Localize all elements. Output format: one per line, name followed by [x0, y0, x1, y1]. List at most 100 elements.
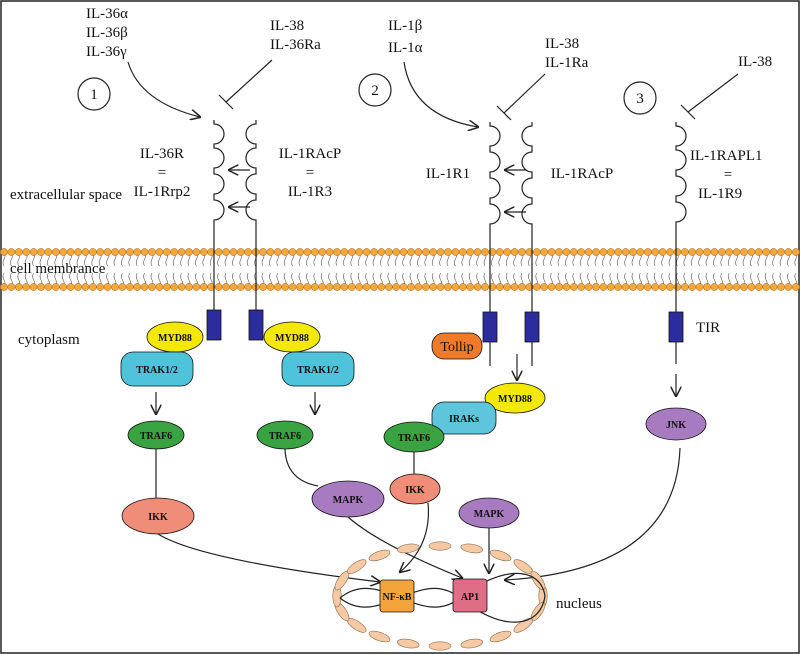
tir-domain-il36r [206, 309, 222, 341]
cytoplasm-label: cytoplasm [18, 332, 80, 348]
il1ra-inhibition-line [503, 73, 546, 114]
lipid-head [355, 248, 364, 256]
lipid-head [296, 283, 304, 291]
lipid-head [399, 283, 408, 291]
lipid-head [621, 283, 630, 291]
lipid-head [717, 283, 726, 291]
lipid-head [754, 248, 763, 256]
lipid-head [614, 283, 623, 291]
pathway-2: 2 IL-1β IL-1α IL-38 IL-1Ra IL-1R1 IL-1RA… [358, 18, 614, 573]
il1-alpha-label: IL-1α [388, 40, 423, 56]
lipid-head [777, 283, 785, 291]
lipid-head [199, 248, 208, 256]
lipid-head [717, 248, 726, 256]
lipid-head [103, 248, 112, 256]
lipid-head [762, 283, 771, 291]
step-2-label: 2 [371, 83, 379, 99]
lipid-head [162, 248, 171, 256]
lipid-head [7, 248, 16, 256]
lipid-head [325, 283, 334, 291]
lipid-bilayer [0, 248, 800, 291]
lipid-head [392, 283, 401, 291]
lipid-head [51, 248, 60, 256]
lipid-head [281, 283, 290, 291]
lipid-head [621, 248, 630, 256]
lipid-head [399, 248, 408, 256]
lipid-head [710, 283, 719, 291]
lipid-head [7, 283, 16, 291]
lipid-head [22, 283, 31, 291]
lipid-head [185, 248, 193, 256]
lipid-head [273, 283, 282, 291]
il38-label-3: IL-38 [738, 54, 772, 70]
traf6-label-right: TRAF6 [269, 431, 301, 442]
il38-label-1: IL-38 [270, 18, 304, 34]
lipid-head [680, 248, 689, 256]
jnk-to-ap1-arrow [505, 447, 681, 580]
lipid-head [133, 283, 142, 291]
lipid-head [636, 248, 645, 256]
lipid-head [606, 283, 615, 291]
lipid-head [547, 248, 556, 256]
lipid-head [540, 283, 549, 291]
tollip-node [431, 332, 483, 360]
lipid-head [22, 248, 31, 256]
nucleus: NF-κB AP1 [332, 541, 548, 651]
lipid-head [747, 248, 756, 256]
trak-label-right: TRAK1/2 [297, 365, 339, 376]
envelope-segment [397, 543, 420, 554]
lipid-head [333, 248, 341, 256]
lipid-head [666, 283, 674, 291]
dna-strand-2 [339, 587, 546, 623]
lipid-head [340, 248, 349, 256]
lipid-head [518, 248, 526, 256]
il1ra-label: IL-1Ra [545, 55, 589, 71]
lipid-head [281, 248, 290, 256]
lipid-head [325, 248, 334, 256]
lipid-head [532, 248, 541, 256]
iraks-node [431, 401, 497, 435]
il1-binding-arrow [403, 61, 478, 127]
lipid-head [629, 248, 637, 256]
myd88-label-left: MYD88 [158, 333, 192, 344]
lipid-head [606, 248, 615, 256]
lipid-head [503, 283, 512, 291]
lipid-head [421, 283, 430, 291]
lipid-head [444, 248, 452, 256]
lipid-head [495, 283, 504, 291]
lipid-head [532, 283, 541, 291]
il1rapl1-equals: = [724, 167, 732, 183]
extracellular-space-label: extracellular space [10, 187, 122, 203]
lipid-head [444, 283, 452, 291]
lipid-head [547, 283, 556, 291]
lipid-head [259, 248, 267, 256]
lipid-head [133, 248, 142, 256]
lipid-head [436, 283, 445, 291]
tir-domain-il1rapl1 [668, 311, 684, 343]
lipid-head [377, 283, 386, 291]
envelope-segment [346, 559, 367, 574]
lipid-head [518, 283, 526, 291]
il36-alpha-label: IL-36α [86, 6, 128, 22]
lipid-head [66, 248, 75, 256]
lipid-head [244, 248, 253, 256]
lipid-head [177, 248, 186, 256]
lipid-head [577, 248, 586, 256]
lipid-head [140, 283, 149, 291]
envelope-segment [428, 541, 452, 551]
il1ra-inhibition-bar [496, 105, 512, 121]
lipid-head [303, 283, 312, 291]
lipid-head [177, 283, 186, 291]
agonist-binding-arrow [127, 61, 200, 117]
myd88-label-center: MYD88 [498, 394, 532, 405]
lipid-head [362, 283, 371, 291]
lipid-head [466, 248, 475, 256]
lipid-head [273, 248, 282, 256]
il1-beta-label: IL-1β [388, 18, 422, 34]
step-1-marker [77, 77, 111, 111]
lipid-head [392, 248, 401, 256]
lipid-head [569, 283, 578, 291]
lipid-head [148, 248, 156, 256]
il1racp-label-2: IL-1RAcP [551, 166, 614, 182]
